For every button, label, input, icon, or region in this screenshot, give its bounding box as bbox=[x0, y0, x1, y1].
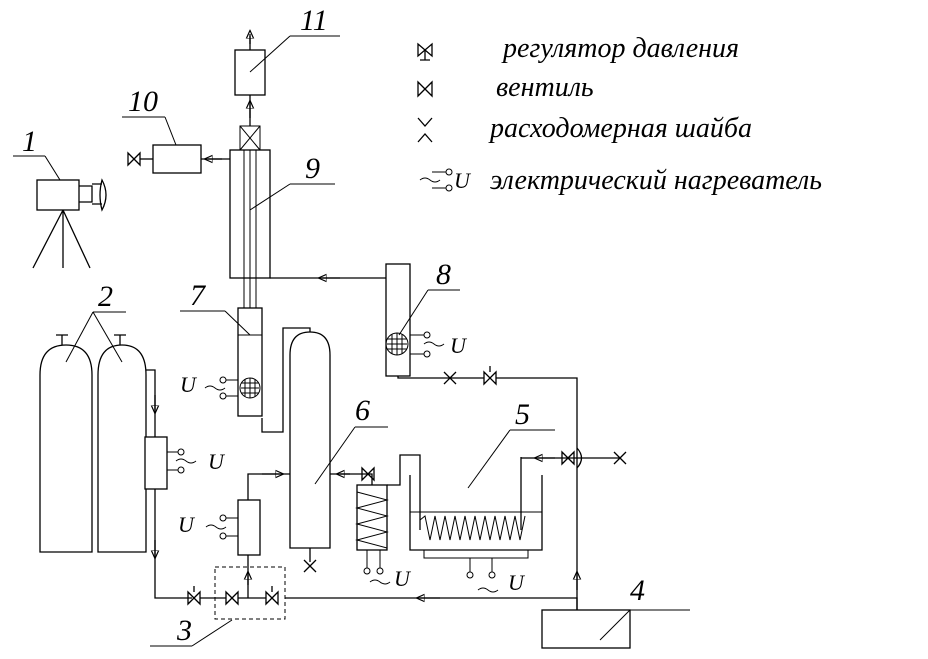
voltage-label: U bbox=[508, 570, 526, 595]
branch-10: 10 bbox=[122, 85, 230, 174]
heater-left-box bbox=[144, 436, 168, 490]
voltage-label: U bbox=[394, 566, 412, 591]
flow-orifice-icon bbox=[417, 117, 433, 143]
label-6: 6 bbox=[355, 394, 370, 427]
legend-pressure-regulator: регулятор давления bbox=[501, 33, 739, 64]
label-1: 1 bbox=[22, 125, 37, 158]
valve-icon bbox=[417, 80, 433, 98]
voltage-label: U bbox=[454, 168, 472, 193]
label-4: 4 bbox=[630, 574, 645, 607]
label-3: 3 bbox=[176, 614, 192, 647]
gas-cylinders: 2 bbox=[39, 280, 147, 553]
camera-unit: 1 bbox=[13, 125, 107, 269]
legend: регулятор давления вентиль расходомерная… bbox=[417, 33, 822, 196]
label-10: 10 bbox=[128, 85, 158, 118]
label-5: 5 bbox=[515, 398, 530, 431]
label-7: 7 bbox=[190, 279, 207, 312]
legend-valve: вентиль bbox=[496, 72, 594, 103]
top-unit-11: 11 bbox=[234, 4, 340, 126]
label-2: 2 bbox=[98, 280, 113, 313]
valve-block: 3 bbox=[150, 555, 286, 647]
reactor-column-9: 9 bbox=[229, 125, 335, 308]
heater-bath-5: U 5 bbox=[409, 398, 555, 595]
electric-heater-icon bbox=[419, 168, 453, 192]
label-8: 8 bbox=[436, 258, 451, 291]
voltage-label: U bbox=[180, 372, 198, 397]
voltage-label: U bbox=[208, 449, 226, 474]
heater-mid-box bbox=[237, 499, 261, 556]
voltage-label: U bbox=[178, 512, 196, 537]
heater-8: U 8 bbox=[385, 258, 468, 377]
label-11: 11 bbox=[300, 4, 328, 37]
pressure-regulator-icon bbox=[417, 42, 433, 58]
voltage-label: U bbox=[450, 333, 468, 358]
heater-7: U 7 bbox=[180, 279, 263, 417]
label-9: 9 bbox=[305, 152, 320, 185]
legend-electric-heater: электрический нагреватель bbox=[490, 165, 822, 196]
legend-flow-orifice: расходомерная шайба bbox=[488, 113, 752, 144]
receiver-unit-4: 4 bbox=[541, 574, 690, 649]
